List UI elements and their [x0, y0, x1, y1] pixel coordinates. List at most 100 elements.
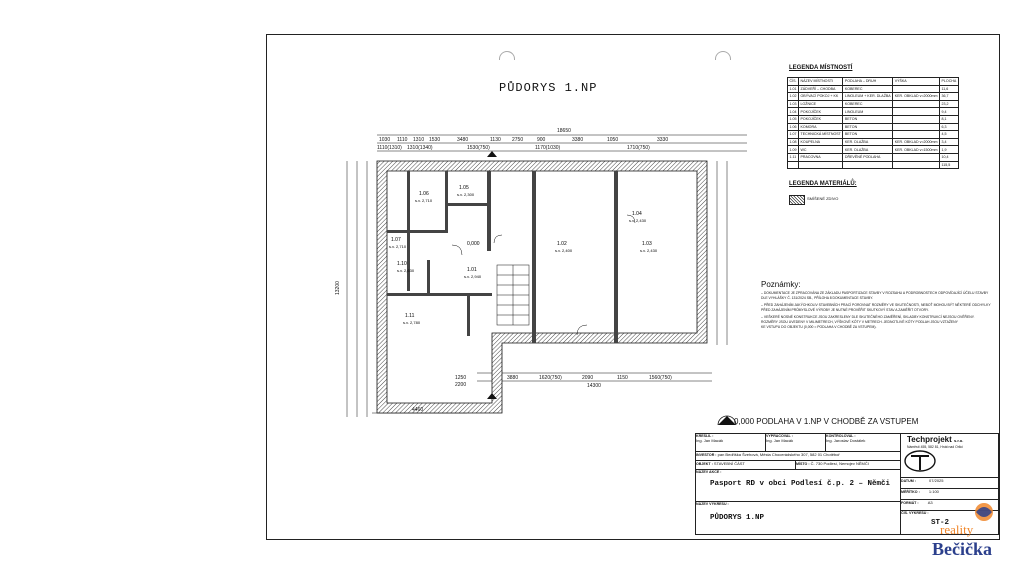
company-logo-icon [904, 450, 936, 472]
note-line: – PŘED ZAHÁJENÍM JAKÝCHKOLIV STAVEBNÍCH … [761, 303, 991, 307]
table-header-row: ČÍS. NÁZEV MÍSTNOSTI PODLAHA – DRUH VÝŠK… [787, 77, 959, 86]
note-line: ROZMĚRY JSOU UVEDENY V MILIMETRECH, VÝŠK… [761, 320, 958, 324]
company-address: Náměstí 455, 582 81, Hnát nad Orlicí [907, 445, 963, 449]
svg-text:1310(1340): 1310(1340) [407, 145, 433, 151]
author-drawn: Ing. Jan Macák [696, 438, 724, 443]
dimension-overall-depth: 13200 [335, 281, 341, 295]
drawing-name: PŮDORYS 1.NP [710, 514, 765, 522]
svg-text:1130: 1130 [490, 137, 501, 143]
room-label-1.11: 1.11 [405, 313, 415, 319]
dimension-overall-width: 18650 [557, 128, 571, 134]
drawing-title: PŮDORYS 1.NP [499, 81, 598, 95]
zero-level-label: 0,000 [467, 241, 480, 247]
material-label: SMÍŠENÉ ZDIVO [807, 196, 839, 201]
door-swings [451, 214, 636, 336]
svg-text:s.v. 2,430: s.v. 2,430 [640, 248, 658, 253]
floor-reference-note: 0,000 PODLAHA V 1.NP V CHODBĚ ZA VSTUPEM [734, 417, 919, 426]
punch-hole-mark [715, 51, 731, 60]
watermark-text-becicka: Bečička [932, 539, 992, 559]
note-line: – DOKUMENTACE JE ZPRACOVÁNA ZE ZÁKLADU P… [761, 291, 989, 295]
svg-text:1170(1030): 1170(1030) [535, 145, 561, 151]
svg-text:s.v. 2,400: s.v. 2,400 [555, 248, 573, 253]
svg-text:1110(1310): 1110(1310) [377, 145, 402, 151]
legend-materials-title: LEGENDA MATERIÁLŮ: [789, 181, 857, 187]
punch-hole-mark [499, 51, 515, 60]
room-label-1.10: 1.10 [397, 261, 407, 267]
watermark-text-reality: reality [940, 522, 974, 537]
svg-text:2200: 2200 [455, 382, 466, 388]
title-block: KRESLIL : Ing. Jan Macák VYPRACOVAL : In… [695, 433, 999, 535]
svg-text:2090: 2090 [582, 375, 593, 381]
staircase [496, 264, 530, 326]
drawing-date: 07/2025 [929, 478, 944, 483]
material-swatch [789, 195, 805, 205]
dimension-bottom-total: 14300 [587, 383, 601, 389]
room-label-1.06: 1.06 [419, 191, 429, 197]
svg-text:s.v. 2,780: s.v. 2,780 [403, 320, 421, 325]
svg-text:1710(750): 1710(750) [627, 145, 650, 151]
svg-text:1250: 1250 [455, 375, 466, 381]
project-name: Pasport RD v obci Podlesí č.p. 2 – Němči [710, 480, 891, 488]
legend-rooms-title: LEGENDA MÍSTNOSTÍ [789, 65, 853, 71]
room-label-1.01: 1.01 [467, 267, 477, 273]
svg-text:3480: 3480 [457, 137, 468, 143]
svg-text:s.v. 2,430: s.v. 2,430 [629, 218, 647, 223]
investor: pan Bedřiška Švehová, Města Chocerádskéh… [717, 452, 840, 457]
svg-text:s.v. 2,630: s.v. 2,630 [397, 268, 415, 273]
room-label-1.03: 1.03 [642, 241, 652, 247]
table-total-row: 115,5 [787, 160, 959, 170]
drawing-sheet: PŮDORYS 1.NP [266, 34, 1000, 540]
floor-plan: 1.05 s.v. 2,300 1.06 s.v. 2,710 1.07 s.v… [335, 128, 747, 425]
svg-text:s.v. 2,710: s.v. 2,710 [389, 244, 407, 249]
svg-text:1620(750): 1620(750) [539, 375, 562, 381]
north-arrow-icon [717, 415, 737, 425]
svg-text:4460: 4460 [412, 407, 423, 413]
author-prepared: Ing. Jan Macák [766, 438, 794, 443]
note-line: PŘED ZAHÁJENÍM PRŮMYSLOVÉ VÝROBY JE NUTN… [761, 308, 929, 312]
interior-walls [387, 171, 618, 343]
drawing-scale: 1:100 [928, 489, 939, 494]
svg-text:s.v. 2,940: s.v. 2,940 [464, 274, 482, 279]
svg-text:1150: 1150 [617, 375, 628, 381]
note-line: – VEŠKERÉ NOSNÉ KONSTRUKCE JSOU ZAKRESLE… [761, 315, 975, 319]
svg-text:1530(750): 1530(750) [467, 145, 490, 151]
author-checked: Ing. Jaroslav Dostálek [826, 438, 866, 443]
svg-text:1560(750): 1560(750) [649, 375, 672, 381]
svg-text:2750: 2750 [512, 137, 523, 143]
drawing-number: ST-2 [931, 519, 950, 527]
drawing-format: A3 [927, 500, 933, 505]
company-block: Techprojekt s.r.o. Náměstí 455, 582 81, … [901, 434, 999, 478]
watermark-logo-icon [975, 503, 993, 521]
room-label-1.02: 1.02 [557, 241, 567, 247]
room-label-1.04: 1.04 [632, 211, 642, 217]
svg-text:1030: 1030 [379, 137, 390, 143]
object: STAVEBNÍ ČÁST [713, 461, 745, 466]
svg-text:3380: 3380 [572, 137, 583, 143]
svg-text:1110: 1110 [397, 137, 408, 143]
svg-text:s.v. 2,300: s.v. 2,300 [457, 192, 475, 197]
svg-text:s.v. 2,710: s.v. 2,710 [415, 198, 433, 203]
location: Č. 730 Podlesí, Nemojev NĚMČI [810, 461, 869, 466]
room-label-1.05: 1.05 [459, 185, 469, 191]
svg-text:1310: 1310 [413, 137, 424, 143]
room-label-1.07: 1.07 [391, 237, 401, 243]
company-name: Techprojekt [907, 435, 952, 444]
svg-text:1530: 1530 [429, 137, 440, 143]
exterior-walls [376, 160, 708, 414]
section-mark [487, 151, 497, 399]
note-line: KE VSTUPU DO OBJEKTU (0,000 = PODLAHA V … [761, 325, 877, 329]
svg-text:900: 900 [537, 137, 546, 143]
svg-text:1050: 1050 [607, 137, 618, 143]
note-line: DLE VYHLÁŠKY Č. 131/2024 SB., PŘÍLOHA 8 … [761, 296, 873, 300]
svg-text:3880: 3880 [507, 375, 518, 381]
